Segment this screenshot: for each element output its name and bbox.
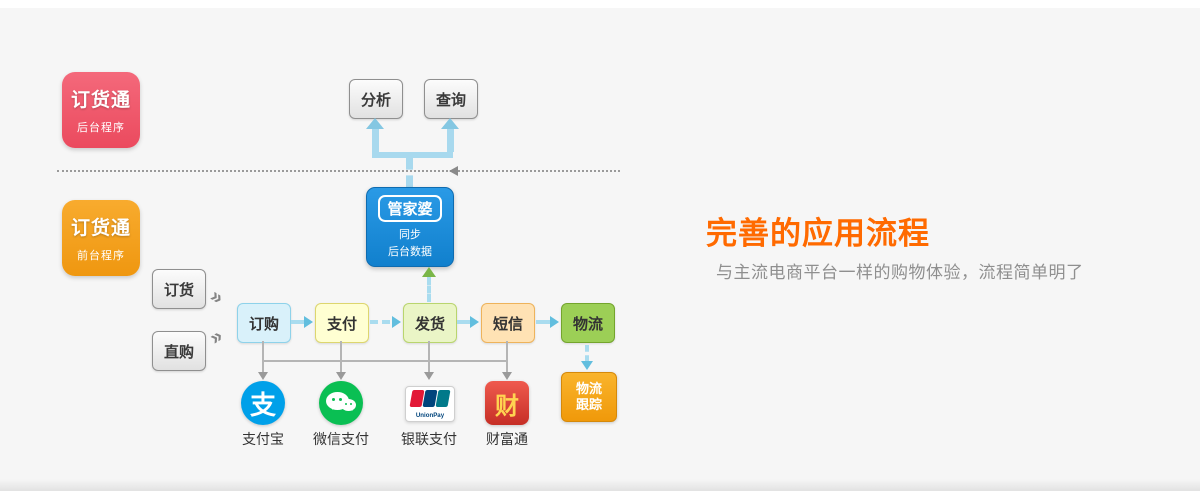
chevron-arrow-direct-icon: » bbox=[205, 324, 227, 350]
guanjiapo-sync-line1: 同步 bbox=[399, 229, 421, 241]
arrow-up-to-query-icon bbox=[441, 118, 459, 129]
unionpay-icon: UnionPay bbox=[405, 386, 455, 422]
flow-arrow-dash bbox=[536, 320, 550, 324]
rail-stub bbox=[428, 360, 430, 373]
alipay-icon: 支 bbox=[241, 381, 285, 425]
node-logistics-tracking: 物流 跟踪 bbox=[561, 372, 617, 422]
divider-left-arrow-icon bbox=[449, 166, 458, 176]
node-direct-buy: 直购 bbox=[152, 331, 206, 371]
flow-node-logistics: 物流 bbox=[561, 303, 615, 343]
rail-stub bbox=[262, 360, 264, 373]
section-title: 完善的应用流程 bbox=[706, 216, 930, 251]
frontend-program-badge: 订货通 前台程序 bbox=[62, 200, 140, 276]
rail-stub bbox=[340, 360, 342, 373]
backend-program-badge: 订货通 后台程序 bbox=[62, 72, 140, 148]
rail-arrow-down-icon bbox=[258, 372, 268, 380]
rail-arrow-down-icon bbox=[336, 372, 346, 380]
dinghuotong-logo: 订货通 bbox=[70, 90, 131, 111]
arrow-up-to-analysis-icon bbox=[366, 118, 384, 129]
arrow-branch-bar bbox=[372, 152, 453, 158]
node-guanjiapo: 管家婆 同步 后台数据 bbox=[366, 187, 454, 267]
flow-node-shipping: 发货 bbox=[403, 303, 457, 343]
tracking-line2: 跟踪 bbox=[575, 397, 602, 412]
section-subtitle: 与主流电商平台一样的购物体验，流程简单明了 bbox=[716, 263, 1084, 282]
arrow-branch-left bbox=[372, 129, 379, 152]
arrow-branch-right bbox=[447, 129, 454, 152]
caifutong-label: 财富通 bbox=[486, 431, 528, 447]
alipay-glyph: 支 bbox=[249, 389, 276, 420]
flow-node-sms: 短信 bbox=[481, 303, 535, 343]
tracking-arrow-down-icon bbox=[581, 361, 593, 370]
rail-arrow-down-icon bbox=[424, 372, 434, 380]
caifutong-glyph: 财 bbox=[495, 392, 519, 420]
rail-stub bbox=[428, 341, 430, 360]
arrow-trunk bbox=[406, 158, 413, 187]
rail-arrow-down-icon bbox=[502, 372, 512, 380]
flow-node-payment: 支付 bbox=[315, 303, 369, 343]
dinghuotong-logo: 订货通 bbox=[70, 218, 131, 239]
flow-arrow-dash bbox=[291, 320, 305, 324]
flow-arrow-head-icon bbox=[304, 316, 313, 328]
rail-stub bbox=[340, 341, 342, 360]
unionpay-wordmark: UnionPay bbox=[415, 411, 445, 419]
wechat-pay-icon bbox=[319, 381, 363, 425]
tracking-arrow-dash bbox=[585, 345, 589, 362]
sync-arrow-dash bbox=[427, 277, 431, 302]
guanjiapo-title: 管家婆 bbox=[378, 195, 442, 222]
bottom-fade bbox=[0, 479, 1200, 491]
chevron-arrow-order-icon: » bbox=[206, 284, 228, 310]
backend-program-label: 后台程序 bbox=[77, 122, 125, 134]
wechat-bubble-small bbox=[341, 399, 356, 411]
tracking-line1: 物流 bbox=[575, 380, 602, 396]
wechat-pay-label: 微信支付 bbox=[313, 431, 369, 447]
backend-frontend-divider bbox=[57, 170, 620, 172]
sync-arrow-up-icon bbox=[422, 267, 436, 277]
rail-stub bbox=[506, 341, 508, 360]
rail-stub bbox=[506, 360, 508, 373]
flow-arrow-head-icon bbox=[392, 316, 401, 328]
caifutong-icon: 财 bbox=[485, 381, 529, 425]
node-query: 查询 bbox=[424, 79, 478, 119]
guanjiapo-sync-line2: 后台数据 bbox=[388, 246, 432, 258]
node-analysis: 分析 bbox=[349, 79, 403, 119]
frontend-program-label: 前台程序 bbox=[77, 250, 125, 262]
unionpay-label: 银联支付 bbox=[401, 431, 457, 447]
flow-arrow-head-icon bbox=[470, 316, 479, 328]
rail-line bbox=[262, 360, 508, 362]
flow-arrow-head-icon bbox=[550, 316, 559, 328]
node-order-goods: 订货 bbox=[152, 269, 206, 309]
top-white-strip bbox=[0, 0, 1200, 8]
flow-arrow-dash bbox=[457, 320, 471, 324]
flow-arrow-dash bbox=[370, 320, 390, 324]
unionpay-teal-bar bbox=[435, 390, 451, 407]
alipay-label: 支付宝 bbox=[242, 431, 284, 447]
rail-stub bbox=[262, 341, 264, 360]
flow-node-purchase: 订购 bbox=[237, 303, 291, 343]
